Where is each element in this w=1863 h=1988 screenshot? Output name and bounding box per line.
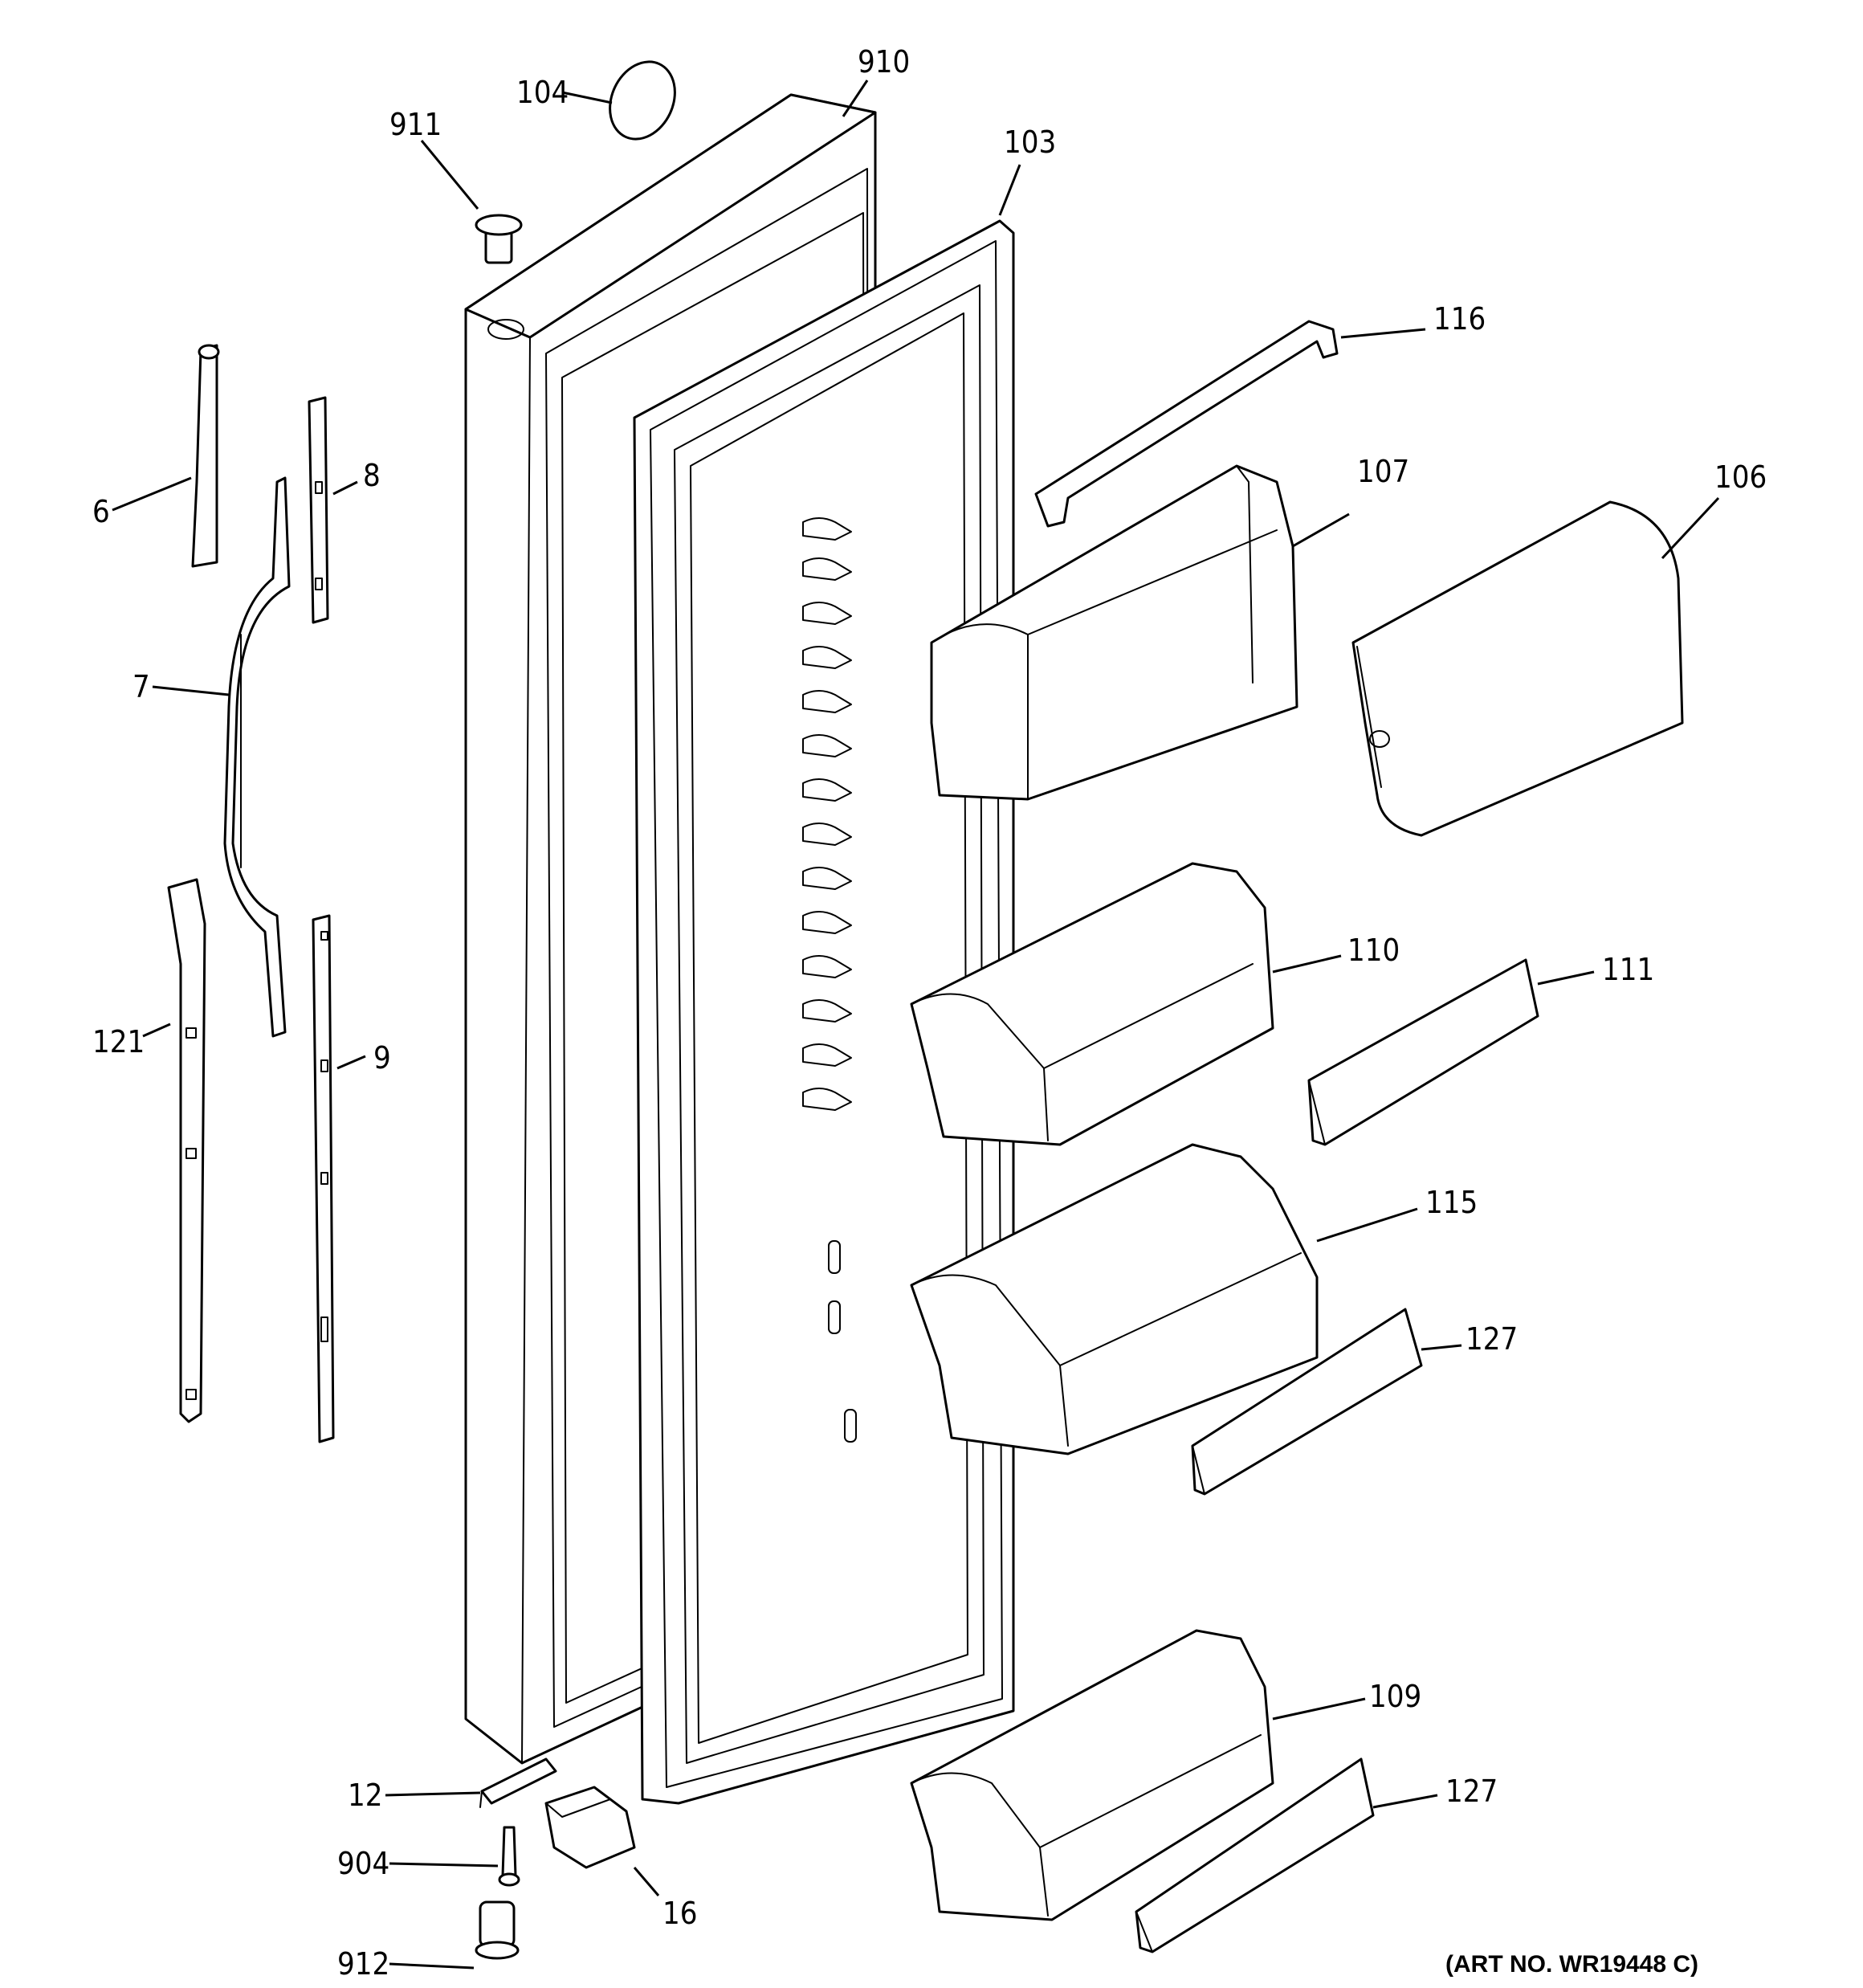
bin-107: [930, 464, 1298, 801]
bin-115: [910, 1143, 1319, 1455]
callout-111: 111: [1602, 952, 1654, 987]
callout-106: 106: [1714, 459, 1767, 495]
handle-trim-9: [312, 914, 335, 1443]
handle-7: [223, 476, 291, 1038]
callout-6: 6: [92, 494, 110, 529]
callout-16: 16: [662, 1896, 698, 1931]
hinge-16: [544, 1786, 636, 1869]
door-gasket-103: [633, 219, 1015, 1805]
callout-121: 121: [92, 1024, 145, 1059]
callout-12: 12: [348, 1778, 383, 1813]
callout-107: 107: [1357, 454, 1409, 489]
hinge-plate-12: [479, 1757, 557, 1808]
leader-lines: [112, 80, 1720, 1970]
callout-911: 911: [389, 107, 442, 142]
callout-912: 912: [337, 1946, 389, 1982]
bin-front-111: [1307, 958, 1539, 1146]
callout-116: 116: [1433, 301, 1486, 337]
cap-104: [609, 60, 676, 141]
callout-labels: 911 104 910 103 116 107 106 6 8 7 121 9 …: [92, 44, 1767, 1982]
shelf-rail-116: [1034, 320, 1339, 528]
cover-106: [1351, 500, 1684, 837]
callout-127-lower: 127: [1445, 1774, 1498, 1809]
callout-127-upper: 127: [1466, 1321, 1518, 1357]
bin-110: [910, 862, 1274, 1146]
bin-front-127-upper: [1191, 1308, 1423, 1496]
handle-cover-6: [191, 344, 220, 568]
handle-side-trim-121: [167, 878, 206, 1423]
callout-910: 910: [858, 44, 910, 80]
callout-110: 110: [1347, 933, 1400, 968]
bin-109: [910, 1629, 1274, 1921]
screw-904: [498, 1826, 520, 1887]
callout-904: 904: [337, 1846, 389, 1881]
art-number: (ART NO. WR19448 C): [1445, 1951, 1698, 1978]
callout-103: 103: [1004, 125, 1056, 160]
callout-9: 9: [373, 1040, 391, 1076]
callout-104: 104: [516, 75, 569, 110]
handle-trim-8: [308, 396, 329, 624]
callout-7: 7: [132, 669, 150, 704]
liner-shelf-ribs: [802, 517, 857, 1443]
callout-109: 109: [1369, 1679, 1421, 1714]
bushing-912: [475, 1900, 520, 1960]
callout-8: 8: [363, 458, 381, 493]
bushing-911: [475, 214, 523, 264]
callout-115: 115: [1425, 1185, 1478, 1220]
bin-front-127-lower: [1135, 1757, 1375, 1953]
